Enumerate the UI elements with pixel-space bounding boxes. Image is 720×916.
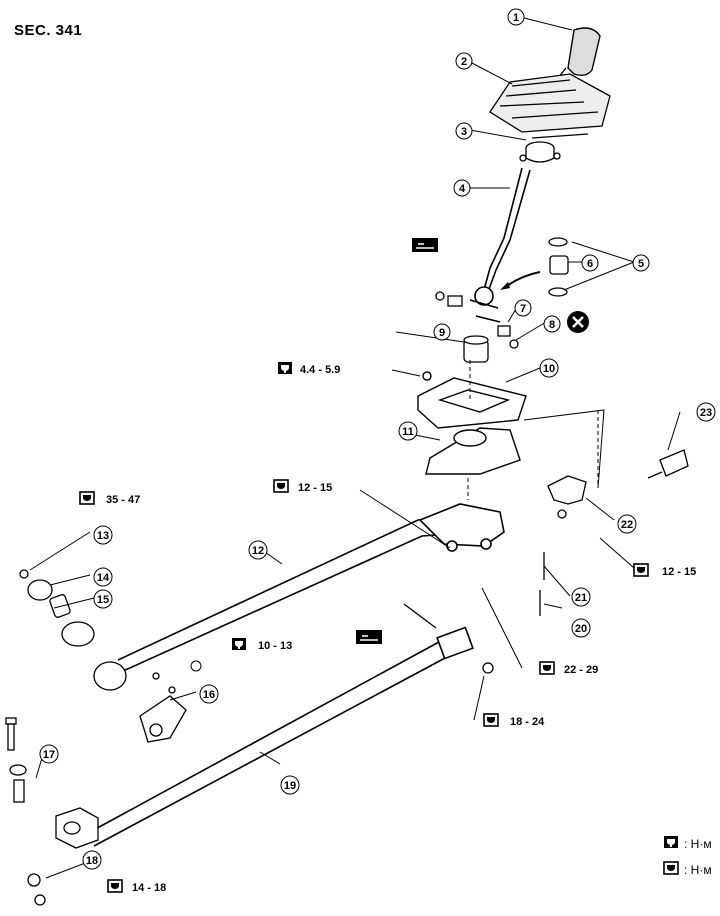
callout-22: 22 — [617, 514, 637, 534]
boot-housing — [425, 427, 521, 475]
torque-spec-1: 4.4 - 5.9 — [278, 362, 340, 376]
legend-torque-2: : Н·м — [663, 861, 712, 877]
svg-text:10 - 13: 10 - 13 — [258, 640, 292, 652]
callout-23: 23 — [696, 402, 716, 422]
grease-apply-icon — [412, 238, 438, 252]
svg-text:8: 8 — [549, 319, 555, 331]
svg-text:10: 10 — [543, 363, 555, 375]
shift-boot — [489, 73, 611, 139]
callout-18: 18 — [82, 850, 102, 870]
upper-plate — [417, 371, 527, 429]
svg-text:18: 18 — [86, 855, 98, 867]
callout-7: 7 — [514, 299, 532, 317]
callout-20: 20 — [571, 618, 591, 638]
svg-text:11: 11 — [402, 426, 414, 438]
svg-text:22: 22 — [621, 519, 633, 531]
boot-retainer — [519, 141, 561, 163]
svg-text:12: 12 — [252, 545, 264, 557]
callout-5: 5 — [632, 254, 650, 272]
svg-text:16: 16 — [203, 689, 215, 701]
callout-17: 17 — [39, 744, 59, 764]
nut-10-13 — [190, 660, 202, 672]
do-not-reuse-icon — [567, 311, 589, 333]
svg-text:19: 19 — [284, 780, 296, 792]
svg-text:: Н·м: : Н·м — [684, 863, 712, 877]
svg-text:17: 17 — [43, 749, 55, 761]
svg-text:20: 20 — [575, 623, 587, 635]
legend-torque-1: : Н·м — [664, 836, 712, 851]
pivot-parts — [5, 717, 99, 906]
svg-text:35 - 47: 35 - 47 — [106, 494, 140, 506]
torque-spec-5: 10 - 13 — [232, 638, 292, 652]
svg-text:14 - 18: 14 - 18 — [132, 882, 166, 894]
callout-4: 4 — [453, 179, 471, 197]
svg-text:18 - 24: 18 - 24 — [510, 716, 545, 728]
lever-bushings — [435, 237, 569, 349]
callout-19: 19 — [280, 775, 300, 795]
svg-text:: Н·м: : Н·м — [684, 837, 712, 851]
callout-10: 10 — [539, 358, 559, 378]
svg-text:22 - 29: 22 - 29 — [564, 664, 598, 676]
callout-12: 12 — [248, 540, 268, 560]
svg-text:7: 7 — [520, 303, 526, 315]
callout-8: 8 — [543, 315, 561, 333]
callout-15: 15 — [93, 589, 113, 609]
guide-line — [523, 409, 605, 489]
svg-text:12 - 15: 12 - 15 — [662, 566, 696, 578]
callout-13: 13 — [93, 525, 113, 545]
svg-text:14: 14 — [97, 572, 110, 584]
svg-text:9: 9 — [439, 327, 445, 339]
lever-arm-16 — [139, 672, 187, 743]
svg-text:4: 4 — [459, 183, 466, 195]
torque-spec-2: 12 - 15 — [273, 479, 332, 494]
callout-21: 21 — [571, 587, 591, 607]
grease-apply-icon — [356, 630, 382, 644]
assembly-arrow — [503, 271, 541, 289]
svg-text:4.4 - 5.9: 4.4 - 5.9 — [300, 364, 340, 376]
dashed-guide — [467, 360, 599, 500]
leader-lines — [29, 17, 681, 879]
torque-spec-3: 35 - 47 — [79, 491, 140, 506]
control-rod — [111, 503, 505, 677]
callout-16: 16 — [199, 684, 219, 704]
callout-14: 14 — [93, 567, 113, 587]
svg-text:1: 1 — [513, 12, 519, 24]
callout-9: 9 — [433, 323, 451, 341]
callout-2: 2 — [455, 52, 473, 70]
torque-spec-6: 22 - 29 — [539, 661, 598, 676]
shift-knob — [557, 27, 601, 79]
bolt-23 — [647, 449, 689, 479]
svg-text:6: 6 — [587, 258, 593, 270]
support-rod — [89, 626, 474, 847]
svg-text:23: 23 — [700, 407, 712, 419]
control-lever — [469, 167, 531, 323]
support-bracket — [547, 475, 587, 519]
callout-6: 6 — [581, 254, 599, 272]
torque-spec-4: 12 - 15 — [633, 563, 696, 578]
svg-text:21: 21 — [575, 592, 587, 604]
torque-spec-7: 18 - 24 — [483, 713, 545, 728]
section-label: SEC. 341 — [14, 22, 83, 39]
arrow-head — [500, 282, 510, 290]
callout-3: 3 — [455, 122, 473, 140]
callout-11: 11 — [398, 421, 418, 441]
svg-text:5: 5 — [638, 258, 644, 270]
svg-text:13: 13 — [97, 530, 109, 542]
torque-spec-8: 14 - 18 — [107, 879, 166, 894]
linkage-bushings — [19, 569, 127, 691]
lever-socket — [463, 335, 489, 363]
svg-text:3: 3 — [461, 126, 467, 138]
svg-text:2: 2 — [461, 56, 467, 68]
svg-text:15: 15 — [97, 594, 109, 606]
callout-1: 1 — [507, 8, 525, 26]
svg-text:12 - 15: 12 - 15 — [298, 482, 332, 494]
rod-end — [403, 552, 545, 674]
